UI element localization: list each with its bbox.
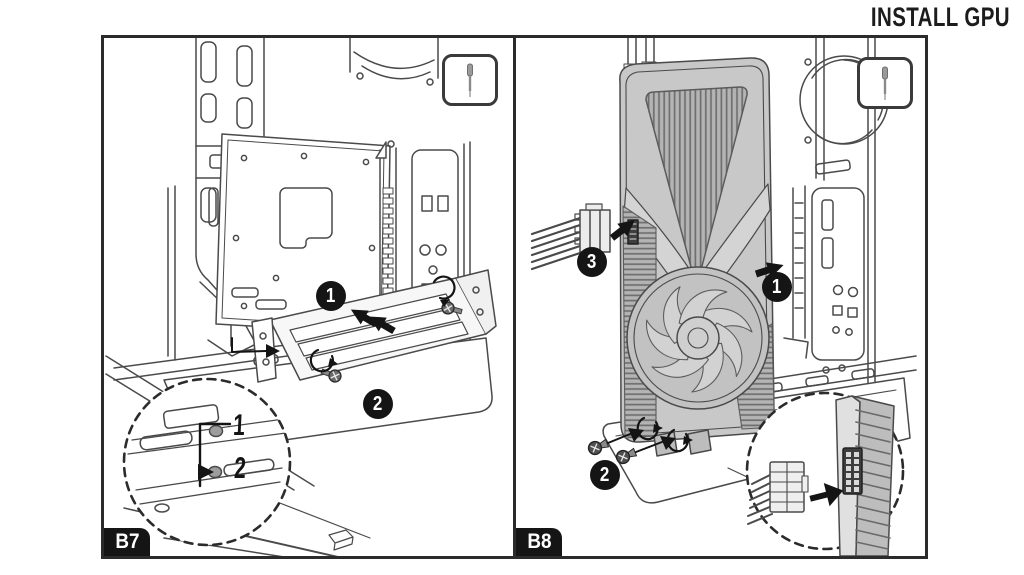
top-fan-edge [349,38,439,86]
power-cable [530,203,611,271]
screwdriver-icon [857,57,913,109]
instruction-panels: 1 2 1 2 B7 [101,35,928,559]
b8-illustration [530,38,917,556]
panel-label-b8: B8 [516,528,562,556]
gpu-card [619,57,775,457]
step-badge-2: 2 [590,460,620,490]
panel-label-b7: B7 [104,528,150,556]
screw-holes-inset [122,377,292,547]
inset-leader-lines [243,499,371,556]
power-connector-inset [745,391,905,556]
page-title: INSTALL GPU [870,2,1010,32]
panel-b7: 1 2 1 2 B7 [104,38,513,556]
step-badge-2: 2 [363,389,393,419]
riser-slot [375,140,397,317]
motherboard-tray [208,133,391,335]
panel-b8: 3 1 2 B8 [513,38,925,556]
inset-hole-label-2: 2 [233,452,247,485]
b7-illustration [105,38,497,556]
screwdriver-icon [442,54,498,106]
step-badge-3: 3 [577,247,607,277]
gpu-thumbscrews [585,416,693,467]
inset-hole-label-1: 1 [232,409,246,442]
bracket-screws [309,275,464,385]
bracket-align-arrow [231,337,280,358]
step-badge-1: 1 [762,272,792,302]
step-badge-1: 1 [316,281,346,311]
